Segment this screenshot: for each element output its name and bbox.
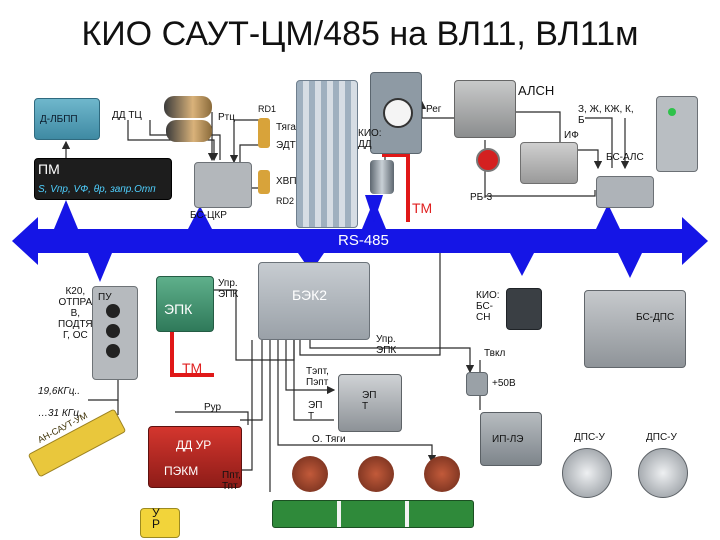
kio-dd-sensor bbox=[370, 160, 394, 194]
plus50v-label: +50В bbox=[492, 378, 516, 389]
tvkl-label: Твкл bbox=[484, 348, 506, 359]
rb3-label: РБ-3 bbox=[470, 192, 493, 203]
kio-dd-tm-label: ТМ bbox=[412, 200, 433, 216]
ip-le-label: ИП-ЛЭ bbox=[492, 434, 524, 445]
bek2-unit bbox=[258, 262, 370, 340]
ip-le-unit bbox=[480, 412, 542, 466]
bus-right-arrow bbox=[682, 217, 708, 265]
bs-dps-unit bbox=[584, 290, 686, 368]
rd1-relay bbox=[258, 118, 270, 148]
bs-dps-label: БС-ДПС bbox=[636, 312, 675, 323]
alsn-label: АЛСН bbox=[518, 83, 555, 98]
tm-lines bbox=[170, 153, 410, 377]
freq2-label: …31 КГц bbox=[38, 408, 79, 419]
epk-unit bbox=[156, 276, 214, 332]
bus-tap-bs-tsr bbox=[188, 206, 212, 229]
signal-lamp-green bbox=[668, 108, 676, 116]
rd1-label: RD1 bbox=[258, 104, 277, 114]
d-lbpp-unit bbox=[34, 98, 100, 140]
freq1-label: 19,6КГц.. bbox=[38, 386, 81, 397]
bs-tsr-label: БС-ЦКР bbox=[190, 210, 227, 221]
traction-motor-1 bbox=[292, 456, 328, 492]
bus-tap-pm bbox=[54, 200, 78, 229]
kio-dd-label: КИО: ДД bbox=[358, 128, 382, 150]
dd-tc-label: ДД ТЦ bbox=[112, 110, 142, 121]
tyaga-label: Тяга bbox=[276, 122, 296, 133]
bs-tsr-unit bbox=[194, 162, 252, 208]
tept-label: Тэпт, Пэпт bbox=[306, 366, 329, 388]
dps-u-sensor-2 bbox=[638, 448, 688, 498]
ept-unit bbox=[338, 374, 402, 432]
rur-label: Рур bbox=[204, 402, 222, 413]
tm-line-kio-dd bbox=[382, 153, 410, 222]
slide-title: КИО САУТ-ЦМ/485 на ВЛ11, ВЛ11м bbox=[81, 15, 639, 53]
bs-als-unit bbox=[596, 176, 654, 208]
traction-motor-3 bbox=[424, 456, 460, 492]
pekm-label: ПЭКМ bbox=[164, 464, 199, 478]
kio-bs-sn-label: КИО: БС- СН bbox=[476, 290, 500, 323]
pu-button-1 bbox=[106, 304, 120, 318]
pm-label: ПМ bbox=[38, 161, 60, 177]
rs485-label: RS-485 bbox=[338, 232, 389, 249]
dd-tc-sensor-1 bbox=[164, 96, 212, 118]
dps-u-1-label: ДПС-У bbox=[574, 432, 605, 443]
relay-block bbox=[296, 80, 358, 228]
ppt-label: Ппт, Тпт bbox=[222, 470, 241, 492]
rd2-relay bbox=[258, 170, 270, 194]
locomotive bbox=[272, 500, 474, 528]
bus-tap-kio-bs-sn bbox=[510, 253, 534, 276]
reg-label: Рег bbox=[426, 104, 442, 115]
o-tyagi-label: О. Тяги bbox=[312, 434, 346, 445]
ur-reservoir bbox=[140, 508, 180, 538]
dps-u-sensor-1 bbox=[562, 448, 612, 498]
rs485-bus bbox=[12, 200, 708, 282]
traction-motor-2 bbox=[358, 456, 394, 492]
bus-left-arrow bbox=[12, 217, 38, 265]
khvp-label: ХВП bbox=[276, 176, 297, 187]
ur-label: У Р bbox=[152, 506, 161, 531]
pm-display bbox=[34, 158, 172, 200]
upr-epk-bottom-label: Упр. ЭПК bbox=[376, 334, 397, 356]
kio-dd-gauge bbox=[383, 98, 413, 128]
rb3-button bbox=[476, 148, 500, 172]
kio-bs-sn-unit bbox=[506, 288, 542, 330]
alsn-signals: З, Ж, КЖ, К, Б bbox=[578, 104, 634, 126]
epk-label: ЭПК bbox=[164, 301, 193, 317]
epk-tm-label: ТМ bbox=[182, 360, 203, 376]
dd-ur-label: ДД УР bbox=[176, 438, 212, 452]
bus-tap-pu bbox=[88, 253, 112, 282]
if-label: ИФ bbox=[564, 130, 579, 141]
ept2-label: ЭП Т bbox=[362, 390, 377, 412]
kio-dd-flow-arrow bbox=[365, 195, 383, 222]
dd-tc-sensor-2 bbox=[166, 120, 212, 142]
d-lbpp-label: Д-ЛБПП bbox=[40, 114, 78, 125]
upr-epk-top-label: Упр. ЭПК bbox=[218, 278, 239, 300]
bus-tap-bs-dps bbox=[618, 253, 642, 278]
if-unit bbox=[520, 142, 578, 184]
edt-label: ЭДТ bbox=[276, 140, 296, 151]
pm-params: S, Vпр, VФ, θр, запр.Отп bbox=[38, 184, 156, 195]
pu-button-2 bbox=[106, 324, 120, 338]
pekm-unit bbox=[148, 426, 242, 488]
bek2-label: БЭК2 bbox=[292, 287, 328, 303]
rd2-label: RD2 bbox=[276, 196, 295, 206]
ept1-label: ЭП Т bbox=[308, 400, 323, 422]
plus50v-relay bbox=[466, 372, 488, 396]
bus-tap-bs-als bbox=[596, 204, 620, 229]
tm-line-epk bbox=[170, 330, 214, 377]
lower-wires bbox=[88, 253, 481, 492]
rtc-label: Ртц bbox=[218, 112, 235, 123]
pu-label: ПУ bbox=[98, 292, 112, 303]
dps-u-2-label: ДПС-У bbox=[646, 432, 677, 443]
alsn-unit bbox=[454, 80, 516, 138]
bs-als-label: БС-АЛС bbox=[606, 152, 644, 163]
alsn-signal-lights bbox=[656, 96, 698, 172]
pu-button-3 bbox=[106, 344, 120, 358]
k20-label: К20, ОТПРА В, ПОДТЯ Г, ОС bbox=[58, 286, 93, 341]
